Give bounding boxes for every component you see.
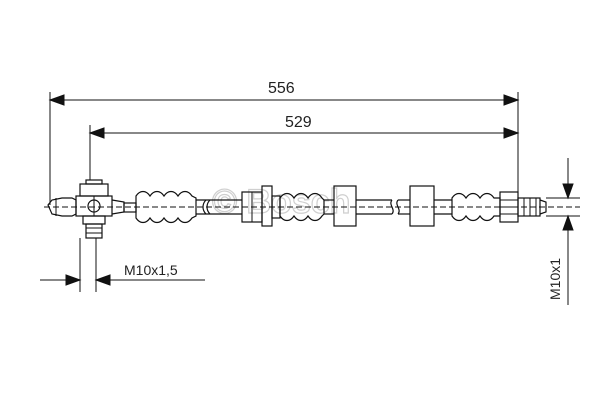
hose-assembly [44,179,580,239]
inner-length-label: 529 [285,114,312,131]
dimension-inner: 529 [88,114,520,180]
watermark: © Bosch [212,183,350,221]
dimension-right-thread: M10x1 [546,158,580,305]
left-thread-label: M10x1,5 [124,262,178,278]
dimension-left-thread: M10x1,5 [40,238,205,292]
overall-length-label: 556 [268,80,295,97]
dimension-overall: 556 [48,80,520,205]
right-thread-label: M10x1 [547,258,563,300]
